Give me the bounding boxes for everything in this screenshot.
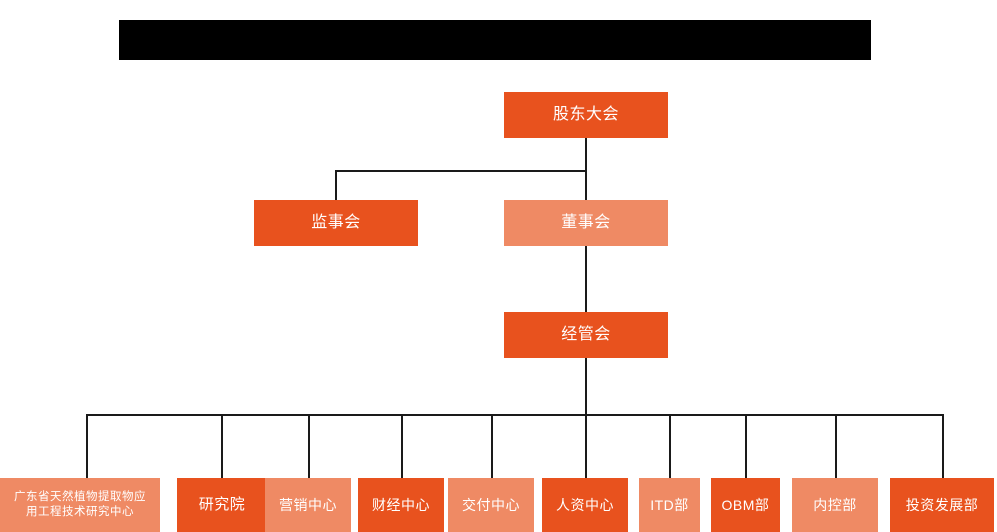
- org-node-obm-department[interactable]: OBM部: [711, 478, 780, 532]
- org-node-hr-center[interactable]: 人资中心: [542, 478, 628, 532]
- connector-to-leaf-7: [669, 414, 671, 478]
- org-node-label: ITD部: [650, 496, 689, 513]
- org-node-label: 研究院: [198, 496, 246, 514]
- org-node-board-of-directors[interactable]: 董事会: [504, 200, 668, 246]
- connector-to-supervisors: [335, 170, 337, 200]
- org-node-label: 股东大会: [552, 106, 619, 124]
- connector-to-leaf-10: [942, 414, 944, 478]
- org-node-label: 交付中心: [462, 496, 520, 513]
- org-node-label: 财经中心: [372, 496, 430, 513]
- org-node-label: 投资发展部: [905, 496, 979, 513]
- org-node-label: 董事会: [561, 214, 611, 232]
- org-node-delivery-center[interactable]: 交付中心: [448, 478, 534, 532]
- connector-to-leaf-8: [745, 414, 747, 478]
- org-node-label: 营销中心: [279, 496, 337, 513]
- org-node-label: 人资中心: [556, 496, 614, 513]
- connector-management-down: [585, 357, 587, 415]
- org-node-management-committee[interactable]: 经管会: [504, 312, 668, 358]
- connector-board-to-management: [585, 240, 587, 312]
- connector-to-board: [585, 170, 587, 200]
- org-node-label: OBM部: [721, 496, 770, 513]
- org-node-marketing-center[interactable]: 营销中心: [265, 478, 351, 532]
- connector-to-leaf-4: [401, 414, 403, 478]
- connector-to-leaf-1: [86, 414, 88, 478]
- org-node-label: 内控部: [813, 496, 857, 513]
- org-node-itd-department[interactable]: ITD部: [639, 478, 700, 532]
- connector-leaf-bus: [86, 414, 943, 416]
- org-node-label: 广东省天然植物提取物应 用工程技术研究中心: [14, 490, 146, 518]
- connector-to-leaf-3: [308, 414, 310, 478]
- org-node-board-of-supervisors[interactable]: 监事会: [254, 200, 418, 246]
- connector-shareholders-bus: [335, 170, 587, 172]
- org-node-research-institute[interactable]: 研究院: [177, 478, 267, 532]
- connector-shareholders-down: [585, 138, 587, 172]
- org-node-label: 经管会: [561, 326, 611, 344]
- connector-to-leaf-5: [491, 414, 493, 478]
- org-node-investment-development-department[interactable]: 投资发展部: [890, 478, 994, 532]
- org-node-guangdong-research-center[interactable]: 广东省天然植物提取物应 用工程技术研究中心: [0, 478, 160, 532]
- redacted-title-bar: [119, 20, 871, 60]
- connector-to-leaf-6: [585, 414, 587, 478]
- org-node-finance-center[interactable]: 财经中心: [358, 478, 444, 532]
- connector-to-leaf-2: [221, 414, 223, 478]
- connector-to-leaf-9: [835, 414, 837, 478]
- org-node-internal-control-department[interactable]: 内控部: [792, 478, 878, 532]
- org-node-label: 监事会: [311, 214, 361, 232]
- org-node-shareholders-meeting[interactable]: 股东大会: [504, 92, 668, 138]
